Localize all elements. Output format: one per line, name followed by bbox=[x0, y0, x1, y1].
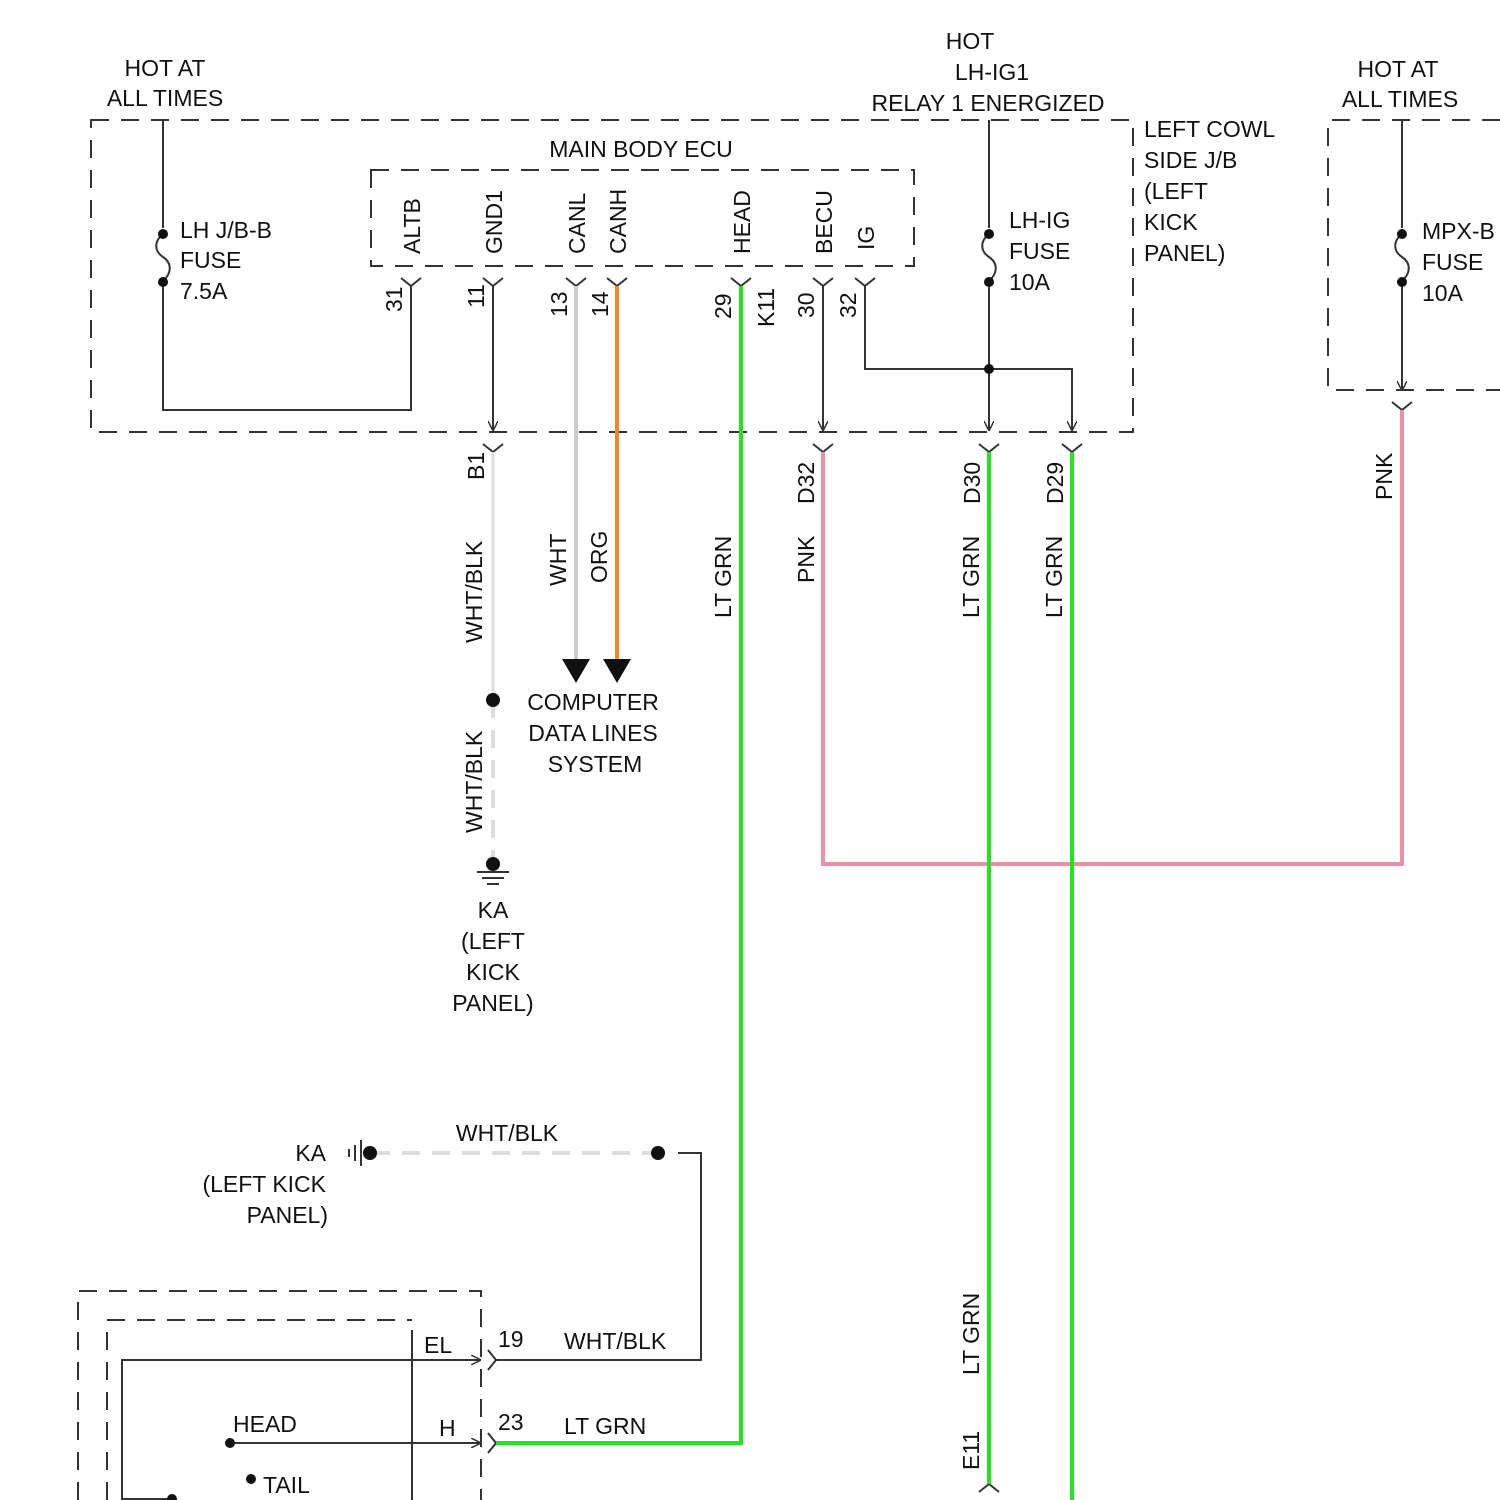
hot-left-label: ALL TIMES bbox=[107, 85, 223, 111]
connector-e11: E11 bbox=[958, 1431, 984, 1470]
wire-label: ORG bbox=[586, 531, 612, 583]
wire-label: LT GRN bbox=[710, 536, 736, 618]
ecu-title: MAIN BODY ECU bbox=[549, 136, 733, 162]
ecu-pin-name: HEAD bbox=[729, 190, 755, 254]
wire-label: LT GRN bbox=[958, 1293, 984, 1375]
fuse-label: FUSE bbox=[180, 247, 241, 273]
ecu-pin-number: 11 bbox=[463, 284, 489, 308]
junction-block-label: LEFT COWL bbox=[1144, 116, 1275, 142]
wire-label: PNK bbox=[793, 535, 819, 583]
wire-label: WHT/BLK bbox=[564, 1328, 667, 1354]
wire-label: WHT/BLK bbox=[456, 1120, 559, 1146]
ecu-pin-name: IG bbox=[853, 226, 879, 250]
fuse-label: LH J/B-B bbox=[180, 217, 272, 243]
connector-marks bbox=[401, 278, 1412, 1492]
wire-label: WHT/BLK bbox=[461, 540, 487, 643]
ground-label: PANEL) bbox=[452, 990, 533, 1016]
switch-pin-23: 23 bbox=[498, 1409, 524, 1435]
ground-label: KA bbox=[295, 1140, 326, 1166]
fuse-label: 10A bbox=[1009, 269, 1051, 295]
canh-arrowhead bbox=[603, 659, 631, 683]
data-lines-label: SYSTEM bbox=[548, 751, 643, 777]
fuse-label: LH-IG bbox=[1009, 207, 1070, 233]
data-lines-label: COMPUTER bbox=[527, 689, 659, 715]
switch-inner-box bbox=[107, 1320, 412, 1500]
hot-center-label: RELAY 1 ENERGIZED bbox=[871, 90, 1104, 116]
hot-center-label: LH-IG1 bbox=[955, 59, 1029, 85]
jb-connector: D32 bbox=[793, 462, 819, 504]
wire-label: LT GRN bbox=[1041, 536, 1067, 618]
labels: HOT AT ALL TIMES HOT LH-IG1 RELAY 1 ENER… bbox=[107, 28, 1495, 1498]
hot-right-label: ALL TIMES bbox=[1342, 86, 1458, 112]
ecu-pin-name: CANH bbox=[605, 189, 631, 254]
ground-label: (LEFT bbox=[461, 928, 525, 954]
jb-connector: D29 bbox=[1042, 462, 1068, 504]
switch-terminal-el: EL bbox=[424, 1332, 452, 1358]
hot-right-label: HOT AT bbox=[1358, 56, 1439, 82]
ecu-pin-number: 14 bbox=[587, 291, 613, 317]
junction-block-label: KICK bbox=[1144, 209, 1198, 235]
wire-label: WHT/BLK bbox=[461, 730, 487, 833]
fuse-label: FUSE bbox=[1422, 249, 1483, 275]
wire-label: WHT bbox=[545, 534, 571, 586]
ground-symbol-lower bbox=[349, 1140, 361, 1166]
jb-connector: D30 bbox=[959, 462, 985, 504]
fuse-label: MPX-B bbox=[1422, 218, 1495, 244]
hot-left-label: HOT AT bbox=[125, 55, 206, 81]
ecu-pin-name: ALTB bbox=[399, 198, 425, 254]
junction-block-label: SIDE J/B bbox=[1144, 147, 1237, 173]
enclosures bbox=[78, 120, 1500, 1500]
junction-block-label: PANEL) bbox=[1144, 240, 1225, 266]
junction-block-box bbox=[91, 120, 1133, 432]
ground-symbol-upper bbox=[477, 872, 509, 884]
ecu-pin-name: BECU bbox=[811, 190, 837, 254]
ecu-pin-name: GND1 bbox=[481, 190, 507, 254]
ground-label: KICK bbox=[466, 959, 520, 985]
switch-tail-label: TAIL bbox=[263, 1472, 310, 1498]
connector-k11: K11 bbox=[753, 288, 779, 327]
ecu-pin-number: 29 bbox=[710, 293, 736, 319]
ground-label: (LEFT KICK bbox=[202, 1171, 326, 1197]
wire-pnk bbox=[823, 410, 1402, 864]
switch-pin-19: 19 bbox=[498, 1326, 524, 1352]
fuse-label: FUSE bbox=[1009, 238, 1070, 264]
fuse-label: 7.5A bbox=[180, 278, 228, 304]
wire-label: LT GRN bbox=[564, 1413, 646, 1439]
colored-wires bbox=[372, 286, 1402, 1500]
ecu-pin-number: 31 bbox=[381, 286, 407, 312]
ecu-pin-number: 13 bbox=[546, 291, 572, 317]
ground-label: KA bbox=[478, 897, 509, 923]
ground-label: PANEL) bbox=[247, 1202, 328, 1228]
jb-connector: B1 bbox=[463, 452, 489, 480]
switch-head-label: HEAD bbox=[233, 1411, 297, 1437]
switch-terminal-h: H bbox=[439, 1415, 456, 1441]
ecu-pin-number: 30 bbox=[793, 292, 819, 318]
canl-arrowhead bbox=[562, 659, 590, 683]
ecu-pin-name: CANL bbox=[564, 192, 590, 254]
fuse-label: 10A bbox=[1422, 280, 1464, 306]
ecu-pin-number: 32 bbox=[835, 292, 861, 318]
switch-outer-box bbox=[78, 1291, 481, 1500]
hot-center-label: HOT bbox=[946, 28, 995, 54]
junction-block-label: (LEFT bbox=[1144, 178, 1208, 204]
wire-label: PNK bbox=[1371, 452, 1397, 500]
data-lines-label: DATA LINES bbox=[528, 720, 658, 746]
wire-label: LT GRN bbox=[958, 536, 984, 618]
